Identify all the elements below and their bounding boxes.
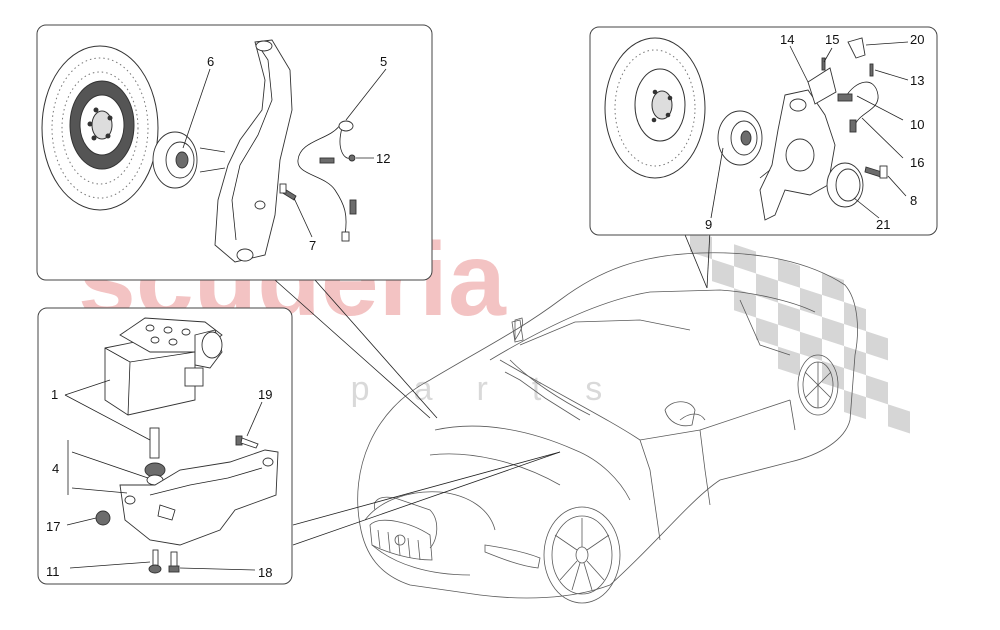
bolt xyxy=(235,435,259,449)
grille xyxy=(369,519,433,561)
label-12: 12 xyxy=(376,151,390,166)
sensor-bracket xyxy=(807,37,874,105)
rear-knuckle xyxy=(759,89,836,221)
label-9: 9 xyxy=(705,217,712,232)
label-18: 18 xyxy=(258,565,272,580)
label-20: 20 xyxy=(910,32,924,47)
label-10: 10 xyxy=(910,117,924,132)
label-1: 1 xyxy=(51,387,58,402)
label-8: 8 xyxy=(910,193,917,208)
bolt xyxy=(148,549,162,574)
car-outline xyxy=(357,252,858,604)
label-11: 11 xyxy=(46,564,60,579)
label-19: 19 xyxy=(258,387,272,402)
abs-control-unit xyxy=(104,317,223,416)
abs-unit-detail-box: 1 4 17 11 18 19 xyxy=(37,307,293,585)
label-5: 5 xyxy=(380,54,387,69)
label-6: 6 xyxy=(207,54,214,69)
rear-brake-detail-box: 14 15 20 13 10 16 8 21 9 xyxy=(589,26,938,236)
steering-knuckle xyxy=(214,39,293,263)
callouts-box3: 1 4 17 11 18 19 xyxy=(46,379,272,580)
label-13: 13 xyxy=(910,73,924,88)
label-4: 4 xyxy=(52,461,59,476)
nut xyxy=(95,510,111,526)
stud xyxy=(168,551,180,573)
label-14: 14 xyxy=(780,32,794,47)
callouts-box1: 6 5 12 7 xyxy=(182,54,390,253)
callouts-box2: 14 15 20 13 10 16 8 21 9 xyxy=(705,32,924,232)
pointer-lines xyxy=(274,229,711,546)
label-15: 15 xyxy=(825,32,839,47)
checkered-flag-icon xyxy=(690,230,910,434)
wheel-hub-bearing xyxy=(152,131,226,189)
front-wheel xyxy=(543,506,621,604)
rear-wheel xyxy=(797,354,839,416)
brake-disc xyxy=(41,45,159,211)
abs-bracket xyxy=(119,449,279,546)
abs-sensor-cable xyxy=(297,120,357,242)
label-21: 21 xyxy=(876,217,890,232)
label-17: 17 xyxy=(46,519,60,534)
bolt xyxy=(864,165,888,179)
abs-sensor-cable xyxy=(837,81,879,133)
label-7: 7 xyxy=(309,238,316,253)
label-16: 16 xyxy=(910,155,924,170)
bolt xyxy=(279,183,297,201)
brake-disc xyxy=(604,37,706,179)
wheel-hub-bearing xyxy=(717,110,763,166)
tone-ring xyxy=(826,162,864,208)
front-brake-detail-box: 6 5 12 7 xyxy=(36,24,433,281)
